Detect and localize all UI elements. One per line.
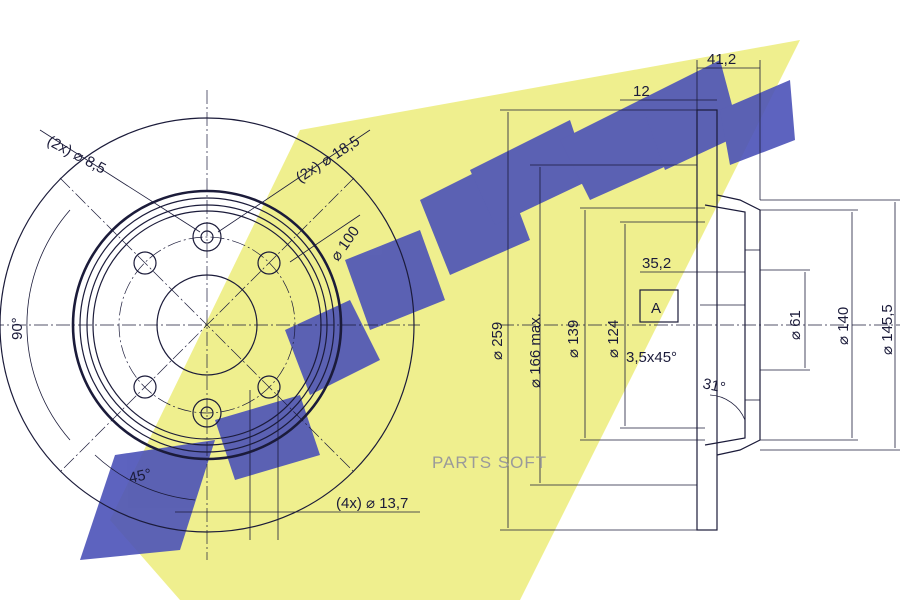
label-angle-45: 45° — [127, 466, 153, 487]
bolt-hole — [192, 222, 222, 252]
section-view-labels: 41,2 12 35,2 A 3,5x45° 31° ⌀ 259 ⌀ 166 m… — [489, 51, 896, 397]
label-hat-depth: 35,2 — [642, 255, 671, 272]
disc-front-view — [0, 90, 420, 560]
label-angle-90: 90° — [9, 317, 26, 340]
datum-box — [639, 289, 679, 323]
label-angle: 31° — [701, 375, 727, 396]
watermark: PARTS SOFT — [432, 453, 547, 472]
label-overall-height: 41,2 — [707, 51, 736, 68]
label-d-hub-outer: ⌀ 145,5 — [879, 304, 896, 355]
stud-hole — [133, 375, 157, 399]
stud-hole — [257, 251, 281, 275]
label-bolt-small: (2x) ⌀ 8,5 — [44, 133, 109, 178]
disc-section-view — [500, 60, 900, 531]
stud-hole — [133, 251, 157, 275]
label-d-friction-inner: ⌀ 166 max. — [527, 313, 544, 388]
label-d-hat-inner: ⌀ 124 — [605, 320, 622, 358]
icer-logo — [80, 40, 800, 600]
label-d-outer: ⌀ 259 — [489, 322, 506, 360]
label-d-center-bore: ⌀ 61 — [787, 310, 804, 340]
bolt-hole — [192, 398, 222, 428]
label-disc-thickness: 12 — [633, 83, 650, 100]
stud-hole — [257, 375, 281, 399]
label-chamfer: 3,5x45° — [626, 349, 677, 366]
label-stud-holes: (4x) ⌀ 13,7 — [336, 495, 408, 512]
label-d-hub-face: ⌀ 140 — [835, 307, 852, 345]
label-datum: A — [651, 300, 661, 317]
disc-section — [696, 109, 718, 531]
label-d-hat-outer: ⌀ 139 — [565, 320, 582, 358]
